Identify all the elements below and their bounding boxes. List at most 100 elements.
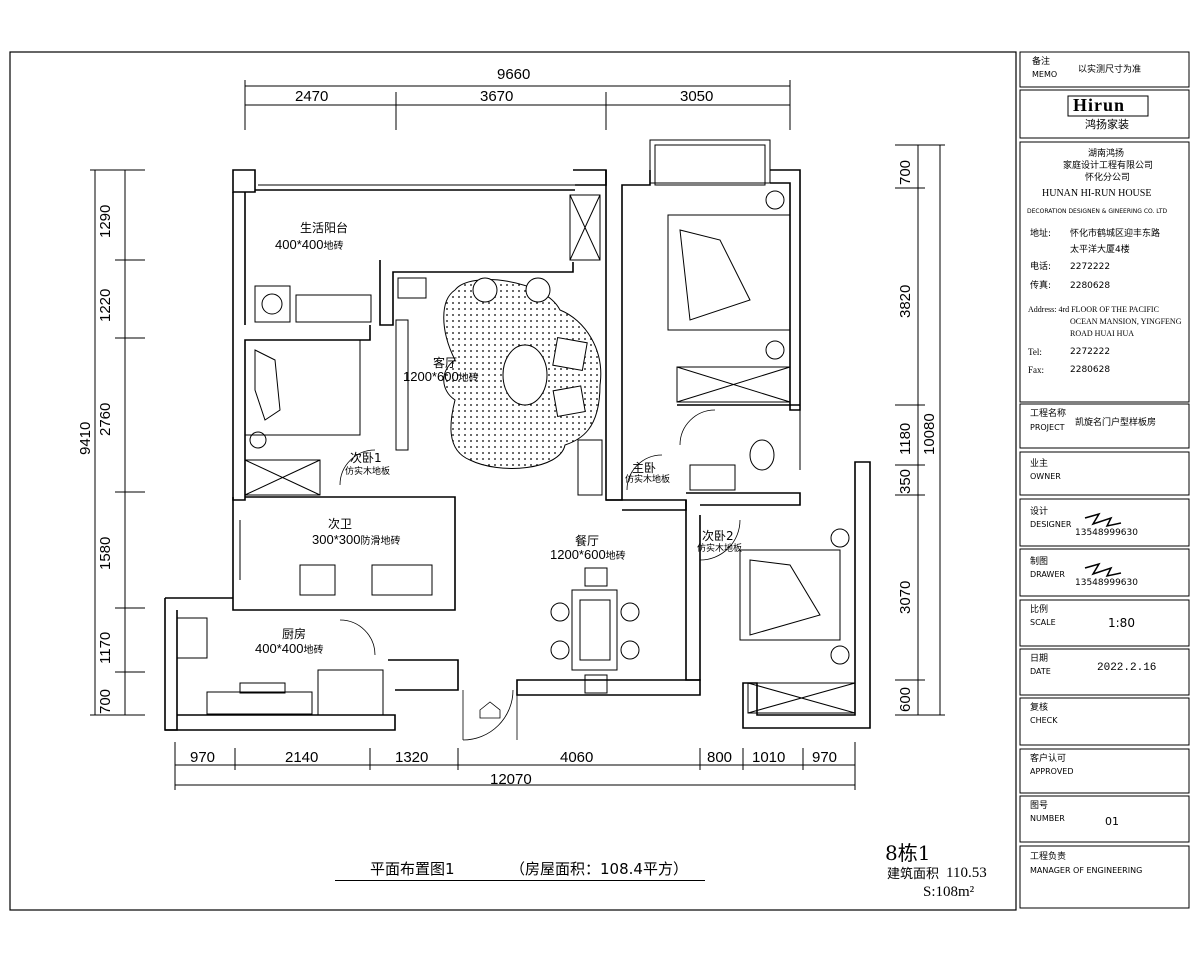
right-dimension-2: 3820 bbox=[897, 284, 914, 318]
memo-value: 以实测尺寸为准 bbox=[1078, 65, 1142, 75]
logo-cn: 鸿扬家装 bbox=[1085, 118, 1129, 131]
dining-floor-unit: 地砖 bbox=[605, 551, 626, 562]
manager-en: MANAGER OF ENGINEERING bbox=[1030, 866, 1143, 875]
designer-label: 设计 bbox=[1030, 507, 1049, 517]
dimension-lines bbox=[90, 80, 945, 790]
right-dimension-1: 700 bbox=[897, 159, 914, 185]
top-dimension-2: 3670 bbox=[480, 88, 514, 105]
bedroom2-2-floor: 仿实木地板 bbox=[697, 544, 743, 554]
left-dimension-3: 2760 bbox=[97, 402, 114, 436]
address-en-2: OCEAN MANSION, YINGFENG bbox=[1070, 317, 1182, 326]
living-floor: 1200*600地砖 bbox=[403, 370, 479, 384]
right-dimension-3: 1180 bbox=[897, 422, 914, 455]
tel-label: 电话: bbox=[1030, 262, 1052, 272]
address-en-3: ROAD HUAI HUA bbox=[1070, 329, 1134, 338]
sheet-border bbox=[9, 51, 1017, 911]
top-dimension-1: 2470 bbox=[295, 88, 329, 105]
plan-area-note: （房屋面积：108.4平方） bbox=[510, 860, 688, 878]
drawer-label: 制图 bbox=[1030, 557, 1049, 567]
owner-label: 业主 bbox=[1030, 459, 1049, 469]
company-en-2: DECORATION DESIGNEN & GINEERING CO. LTD bbox=[1027, 208, 1168, 215]
dining-name: 餐厅 bbox=[575, 534, 600, 548]
designer-signature bbox=[1084, 512, 1122, 528]
manager-label: 工程负责 bbox=[1030, 852, 1067, 862]
kitchen-name: 厨房 bbox=[282, 627, 307, 641]
address-en-1: Address: 4rd FLOOR OF THE PACIFIC bbox=[1028, 305, 1159, 314]
building-number: 8栋1 bbox=[885, 841, 931, 865]
drawer-phone: 13548999630 bbox=[1075, 578, 1138, 588]
living-name: 客厅 bbox=[433, 356, 458, 370]
balcony-name: 生活阳台 bbox=[300, 221, 349, 235]
s-area: S:108m² bbox=[923, 884, 975, 900]
date-label: 日期 bbox=[1030, 654, 1049, 664]
kitchen-floor: 400*400地砖 bbox=[255, 642, 323, 656]
fax-en-label: Fax: bbox=[1028, 365, 1045, 375]
address-value-2: 太平洋大厦4楼 bbox=[1070, 245, 1130, 255]
bottom-dimension-7: 970 bbox=[812, 749, 838, 766]
dining-floor: 1200*600地砖 bbox=[550, 548, 626, 562]
right-dimension-6: 600 bbox=[897, 686, 914, 712]
kitchen-floor-size: 400*400 bbox=[255, 641, 304, 656]
left-dimension-5: 1170 bbox=[97, 631, 114, 664]
address-value-1: 怀化市鹤城区迎丰东路 bbox=[1070, 229, 1161, 239]
bedroom2-1-name: 次卧1 bbox=[350, 451, 382, 465]
bottom-dimension-5: 800 bbox=[707, 749, 733, 766]
kitchen-floor-unit: 地砖 bbox=[303, 645, 324, 656]
bottom-dimension-3: 1320 bbox=[395, 749, 429, 766]
balcony-floor-size: 400*400 bbox=[275, 237, 324, 252]
number-value: 01 bbox=[1105, 815, 1119, 828]
scale-label: 比例 bbox=[1030, 605, 1049, 615]
right-dimension-5: 3070 bbox=[897, 580, 914, 614]
bathroom2-floor-size: 300*300 bbox=[312, 532, 361, 547]
living-rug bbox=[397, 277, 602, 469]
bottom-dimension-1: 970 bbox=[190, 749, 216, 766]
windows bbox=[239, 139, 801, 580]
bottom-dimension-6: 1010 bbox=[752, 749, 786, 766]
memo-label: 备注 bbox=[1032, 57, 1051, 67]
drawer-en: DRAWER bbox=[1030, 570, 1065, 579]
check-en: CHECK bbox=[1030, 716, 1058, 725]
plan-title: 平面布置图1 bbox=[370, 860, 455, 878]
left-dimension-1: 1290 bbox=[97, 204, 114, 238]
company-cn-1: 湖南鸿扬 bbox=[1088, 149, 1125, 159]
drawer-signature bbox=[1084, 562, 1122, 578]
dining-floor-size: 1200*600 bbox=[550, 547, 606, 562]
fax-label: 传真: bbox=[1030, 281, 1052, 291]
company-en: HUNAN HI-RUN HOUSE bbox=[1042, 188, 1152, 199]
master-bedroom-floor: 仿实木地板 bbox=[625, 475, 671, 485]
owner-en: OWNER bbox=[1030, 472, 1061, 481]
left-dimension-4: 1580 bbox=[97, 536, 114, 570]
memo-en: MEMO bbox=[1032, 70, 1058, 79]
tel-en-value: 2272222 bbox=[1070, 347, 1111, 357]
bathroom2-floor: 300*300防滑地砖 bbox=[312, 533, 400, 547]
number-label: 图号 bbox=[1030, 801, 1049, 811]
number-en: NUMBER bbox=[1030, 814, 1065, 823]
designer-phone: 13548999630 bbox=[1075, 528, 1138, 538]
tel-value: 2272222 bbox=[1070, 262, 1111, 272]
check-label: 复核 bbox=[1030, 703, 1049, 713]
bottom-total-dimension: 12070 bbox=[490, 771, 532, 788]
logo-text: Hirun bbox=[1073, 95, 1126, 115]
scale-value: 1:80 bbox=[1108, 616, 1135, 630]
left-dimension-2: 1220 bbox=[97, 288, 114, 322]
company-cn-3: 怀化分公司 bbox=[1085, 173, 1131, 183]
building-area-label: 建筑面积 bbox=[887, 867, 940, 882]
date-en: DATE bbox=[1030, 667, 1051, 676]
bedroom2-1-floor: 仿实木地板 bbox=[345, 467, 391, 477]
bottom-dimension-4: 4060 bbox=[560, 749, 594, 766]
project-en: PROJECT bbox=[1030, 423, 1065, 432]
bathroom2-floor-unit: 防滑地砖 bbox=[360, 536, 401, 547]
living-floor-size: 1200*600 bbox=[403, 369, 459, 384]
scale-en: SCALE bbox=[1030, 618, 1056, 627]
living-floor-unit: 地砖 bbox=[458, 373, 479, 384]
fax-value: 2280628 bbox=[1070, 281, 1111, 291]
caption-underline bbox=[335, 880, 705, 881]
project-value: 凯旋名门户型样板房 bbox=[1075, 418, 1157, 428]
right-total-dimension: 10080 bbox=[921, 413, 938, 455]
balcony-floor-unit: 地砖 bbox=[323, 241, 344, 252]
designer-en: DESIGNER bbox=[1030, 520, 1072, 529]
door-swings bbox=[339, 409, 741, 741]
right-dimension-4: 350 bbox=[897, 468, 914, 494]
furniture bbox=[176, 190, 856, 716]
